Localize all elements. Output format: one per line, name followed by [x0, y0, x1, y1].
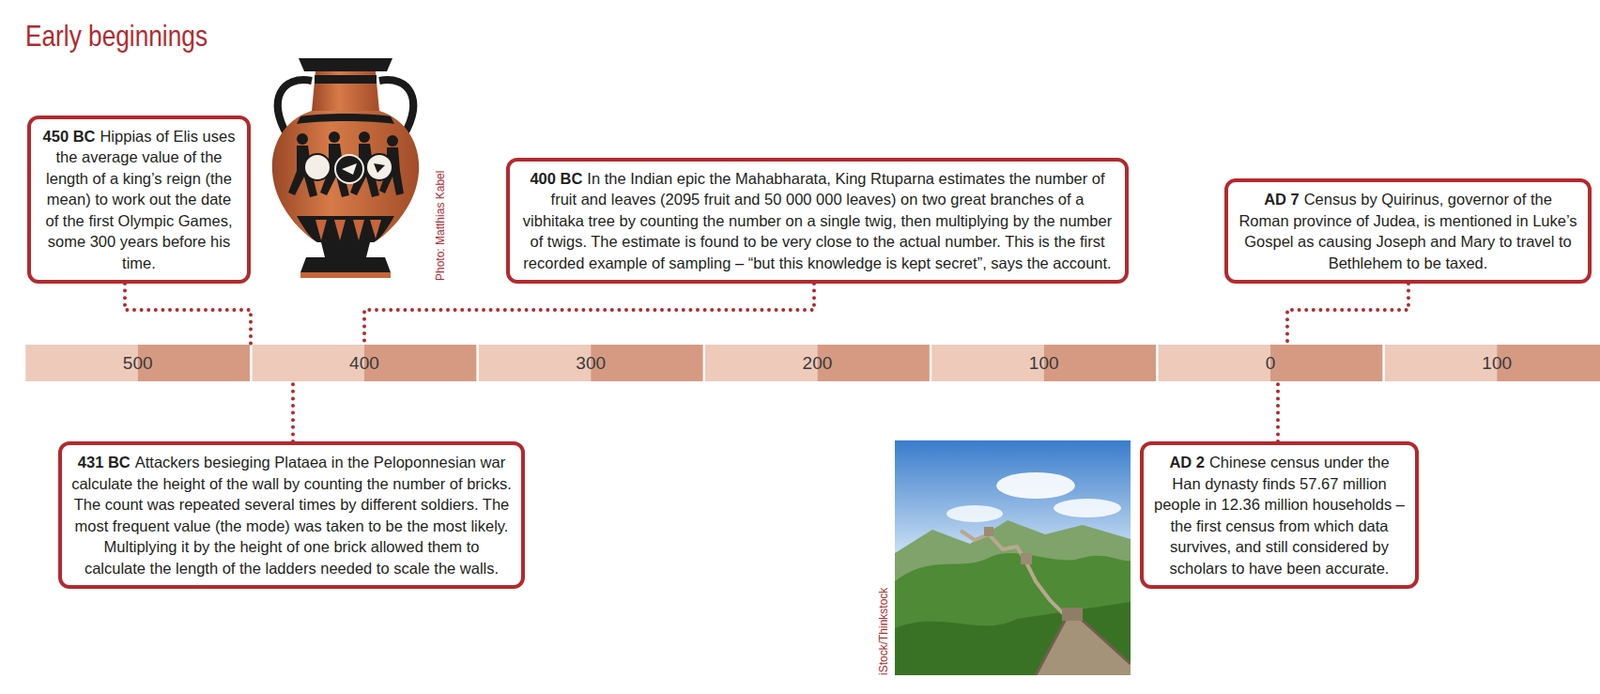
year-label: 0	[1265, 344, 1277, 382]
event-description: Attackers besieging Plataea in the Pelop…	[71, 453, 512, 577]
year-label: 200	[802, 344, 833, 382]
event-text: 400 BCIn the Indian epic the Mahabharata…	[519, 168, 1116, 275]
photo-credit: Photo: Matthias Kabel	[434, 170, 447, 281]
leader-line	[291, 381, 295, 442]
great-wall-photo-part	[894, 520, 1131, 676]
vase-illustration-part	[386, 135, 399, 147]
year-label: 100	[1481, 344, 1512, 382]
vase-illustration-part	[311, 71, 380, 111]
great-wall-photo-part	[894, 553, 1131, 676]
event-description: Chinese census under the Han dynasty fin…	[1153, 453, 1405, 577]
vase-illustration-part	[335, 154, 364, 184]
timeline-segment	[1044, 344, 1156, 382]
great-wall-photo-part	[984, 526, 994, 537]
timeline-segment	[1270, 344, 1383, 382]
vase-illustration-part	[298, 58, 393, 72]
event-date: 400 BC	[529, 169, 583, 187]
timeline-segment	[931, 344, 1044, 382]
great-wall-photo-part	[960, 530, 1069, 619]
year-label: 100	[1029, 344, 1060, 382]
event-box: AD 2Chinese census under the Han dynasty…	[1139, 441, 1419, 589]
leader-line	[1287, 283, 1409, 345]
vase-illustration-part	[296, 215, 395, 243]
year-label: 300	[575, 344, 606, 382]
event-description: Hippias of Elis uses the average value o…	[46, 127, 236, 272]
year-label: 400	[349, 344, 380, 382]
timeline-segment	[478, 344, 591, 382]
vase-illustration-part	[358, 131, 370, 143]
event-date: 431 BC	[77, 453, 131, 471]
vase-illustration-part	[300, 257, 391, 273]
great-wall-photo	[894, 440, 1131, 676]
event-text: 450 BCHippias of Elis uses the average v…	[40, 125, 238, 275]
great-wall-photo-part	[1035, 618, 1066, 676]
event-date: AD 2	[1169, 453, 1205, 471]
event-text: AD 2Chinese census under the Han dynasty…	[1153, 451, 1406, 579]
timeline-segment	[1158, 344, 1271, 382]
vase-illustration-part	[341, 163, 357, 175]
vase-illustration	[262, 54, 429, 286]
vase-illustration-part	[304, 153, 331, 181]
timeline-segment	[364, 344, 477, 382]
vase-illustration-part	[314, 75, 377, 84]
leader-line	[1276, 381, 1280, 442]
leader-line	[364, 283, 815, 345]
vase-illustration-part	[296, 113, 395, 124]
timeline-bar: 500 400 300 200 100 0 100	[25, 344, 1600, 382]
event-date: 450 BC	[43, 127, 96, 145]
vase-illustration-part	[328, 131, 340, 143]
vase-illustration-part	[373, 163, 385, 173]
timeline-segment	[252, 344, 365, 382]
event-description: In the Indian epic the Mahabharata, King…	[523, 169, 1112, 272]
photo-credit: iStock/Thinkstock	[877, 587, 891, 676]
great-wall-photo-part	[894, 601, 1131, 676]
event-date: AD 7	[1263, 190, 1300, 208]
vase-illustration-part	[366, 153, 393, 181]
vase-illustration-part	[288, 131, 404, 198]
event-text: 431 BCAttackers besieging Plataea in the…	[71, 451, 512, 579]
year-label: 500	[123, 344, 154, 382]
great-wall-photo-part	[1061, 607, 1083, 621]
great-wall-photo-part	[1020, 553, 1032, 565]
great-wall-photo-part	[894, 440, 1131, 676]
great-wall-photo-part	[1080, 618, 1131, 664]
vase-illustration-part	[272, 110, 419, 243]
vase-illustration-part	[300, 272, 391, 278]
vase-illustration-part	[321, 242, 370, 258]
timeline-segment	[1384, 344, 1497, 382]
vase-illustration-part	[315, 219, 382, 241]
event-box: 450 BCHippias of Elis uses the average v…	[27, 115, 251, 285]
great-wall-photo-part	[1053, 498, 1122, 518]
event-text: AD 7Census by Quirinus, governor of the …	[1237, 188, 1579, 274]
great-wall-photo-part	[996, 472, 1076, 499]
timeline-segment	[705, 344, 817, 382]
timeline-segment	[590, 344, 703, 382]
event-box: 400 BCIn the Indian epic the Mahabharata…	[506, 157, 1129, 285]
great-wall-photo-part	[946, 505, 1003, 523]
vase-illustration-part	[296, 133, 308, 145]
leader-line	[124, 283, 251, 345]
event-box: AD 7Census by Quirinus, governor of the …	[1224, 178, 1592, 284]
timeline-segment	[1496, 344, 1600, 382]
event-box: 431 BCAttackers besieging Plataea in the…	[58, 441, 525, 589]
diagram-title: Early beginnings	[25, 18, 208, 54]
great-wall-photo-part	[1035, 618, 1131, 676]
timeline-segment	[816, 344, 929, 382]
timeline-segment	[138, 344, 250, 382]
timeline-segment	[25, 344, 138, 382]
